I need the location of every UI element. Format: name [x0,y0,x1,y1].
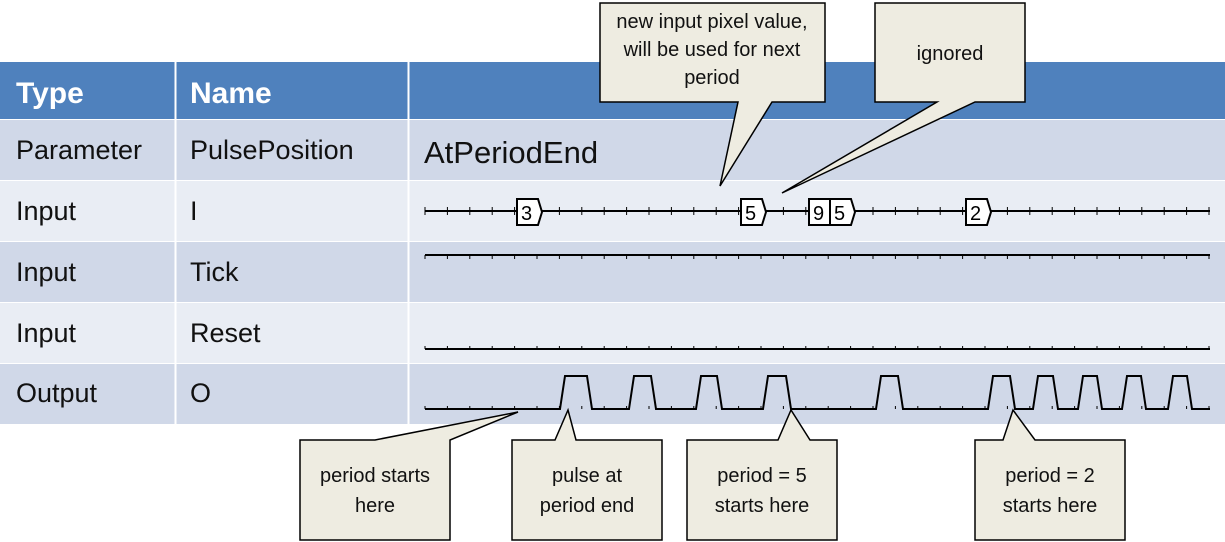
waveform-output [424,375,1210,410]
callout-period5-line2: starts here [715,495,809,517]
input-value-5: 5 [745,203,756,225]
row-type-output: Output [16,378,98,408]
callout-period-starts-line1: period starts [320,465,430,487]
row-background-input-reset [0,303,1225,363]
row-background-output [0,364,1225,424]
input-value-boxes: 3 5 9 5 2 [516,198,993,226]
callout-period-starts-line2: here [355,495,395,517]
waveform-tick [424,254,1210,259]
row-background-parameter [0,120,1225,180]
callouts: new input pixel value, will be used for … [299,2,1126,541]
input-value-box: 5 [829,198,857,226]
callout-new-input-line3: period [684,67,740,89]
input-value-box: 9 [808,198,831,226]
callout-period5-line1: period = 5 [717,465,807,487]
row-name-reset: Reset [190,318,261,348]
row-value-atperiodend: AtPeriodEnd [424,135,598,170]
row-type-input-reset: Input [16,318,77,348]
input-value-9: 9 [813,203,824,225]
row-name-i: I [190,196,198,226]
callout-ignored: ignored [781,2,1026,194]
input-value-box: 2 [965,198,993,226]
callout-pulse-line2: period end [540,495,635,517]
callout-period2-line1: period = 2 [1005,465,1095,487]
callout-pulse-at-end: pulse at period end [511,407,663,541]
table-text: Parameter PulsePosition AtPeriodEnd Inpu… [16,135,598,408]
input-value-5b: 5 [834,203,845,225]
header-type: Type [16,77,84,110]
row-type-input-tick: Input [16,257,77,287]
input-value-box: 3 [516,198,544,226]
callout-ignored-text: ignored [917,43,984,65]
input-value-3: 3 [521,203,532,225]
row-name-tick: Tick [190,257,239,287]
callout-new-input-line1: new input pixel value, [616,11,807,33]
callout-period2-line2: starts here [1003,495,1097,517]
callout-new-input: new input pixel value, will be used for … [599,2,826,187]
header-name: Name [190,77,272,110]
row-background-input-tick [0,242,1225,302]
callout-pulse-line1: pulse at [552,465,622,487]
output-pulse-trace [425,375,1210,410]
row-type-input-i: Input [16,196,77,226]
callout-new-input-line2: will be used for next [623,39,801,61]
callout-period-2: period = 2 starts here [974,408,1126,541]
row-type-parameter: Parameter [16,135,142,165]
row-name-o: O [190,378,211,408]
callout-period-starts: period starts here [299,411,519,541]
input-value-box: 5 [740,198,768,226]
callout-period-5: period = 5 starts here [686,408,838,541]
row-name-pulseposition: PulsePosition [190,135,354,165]
waveform-reset [424,346,1210,350]
input-value-2: 2 [970,203,981,225]
